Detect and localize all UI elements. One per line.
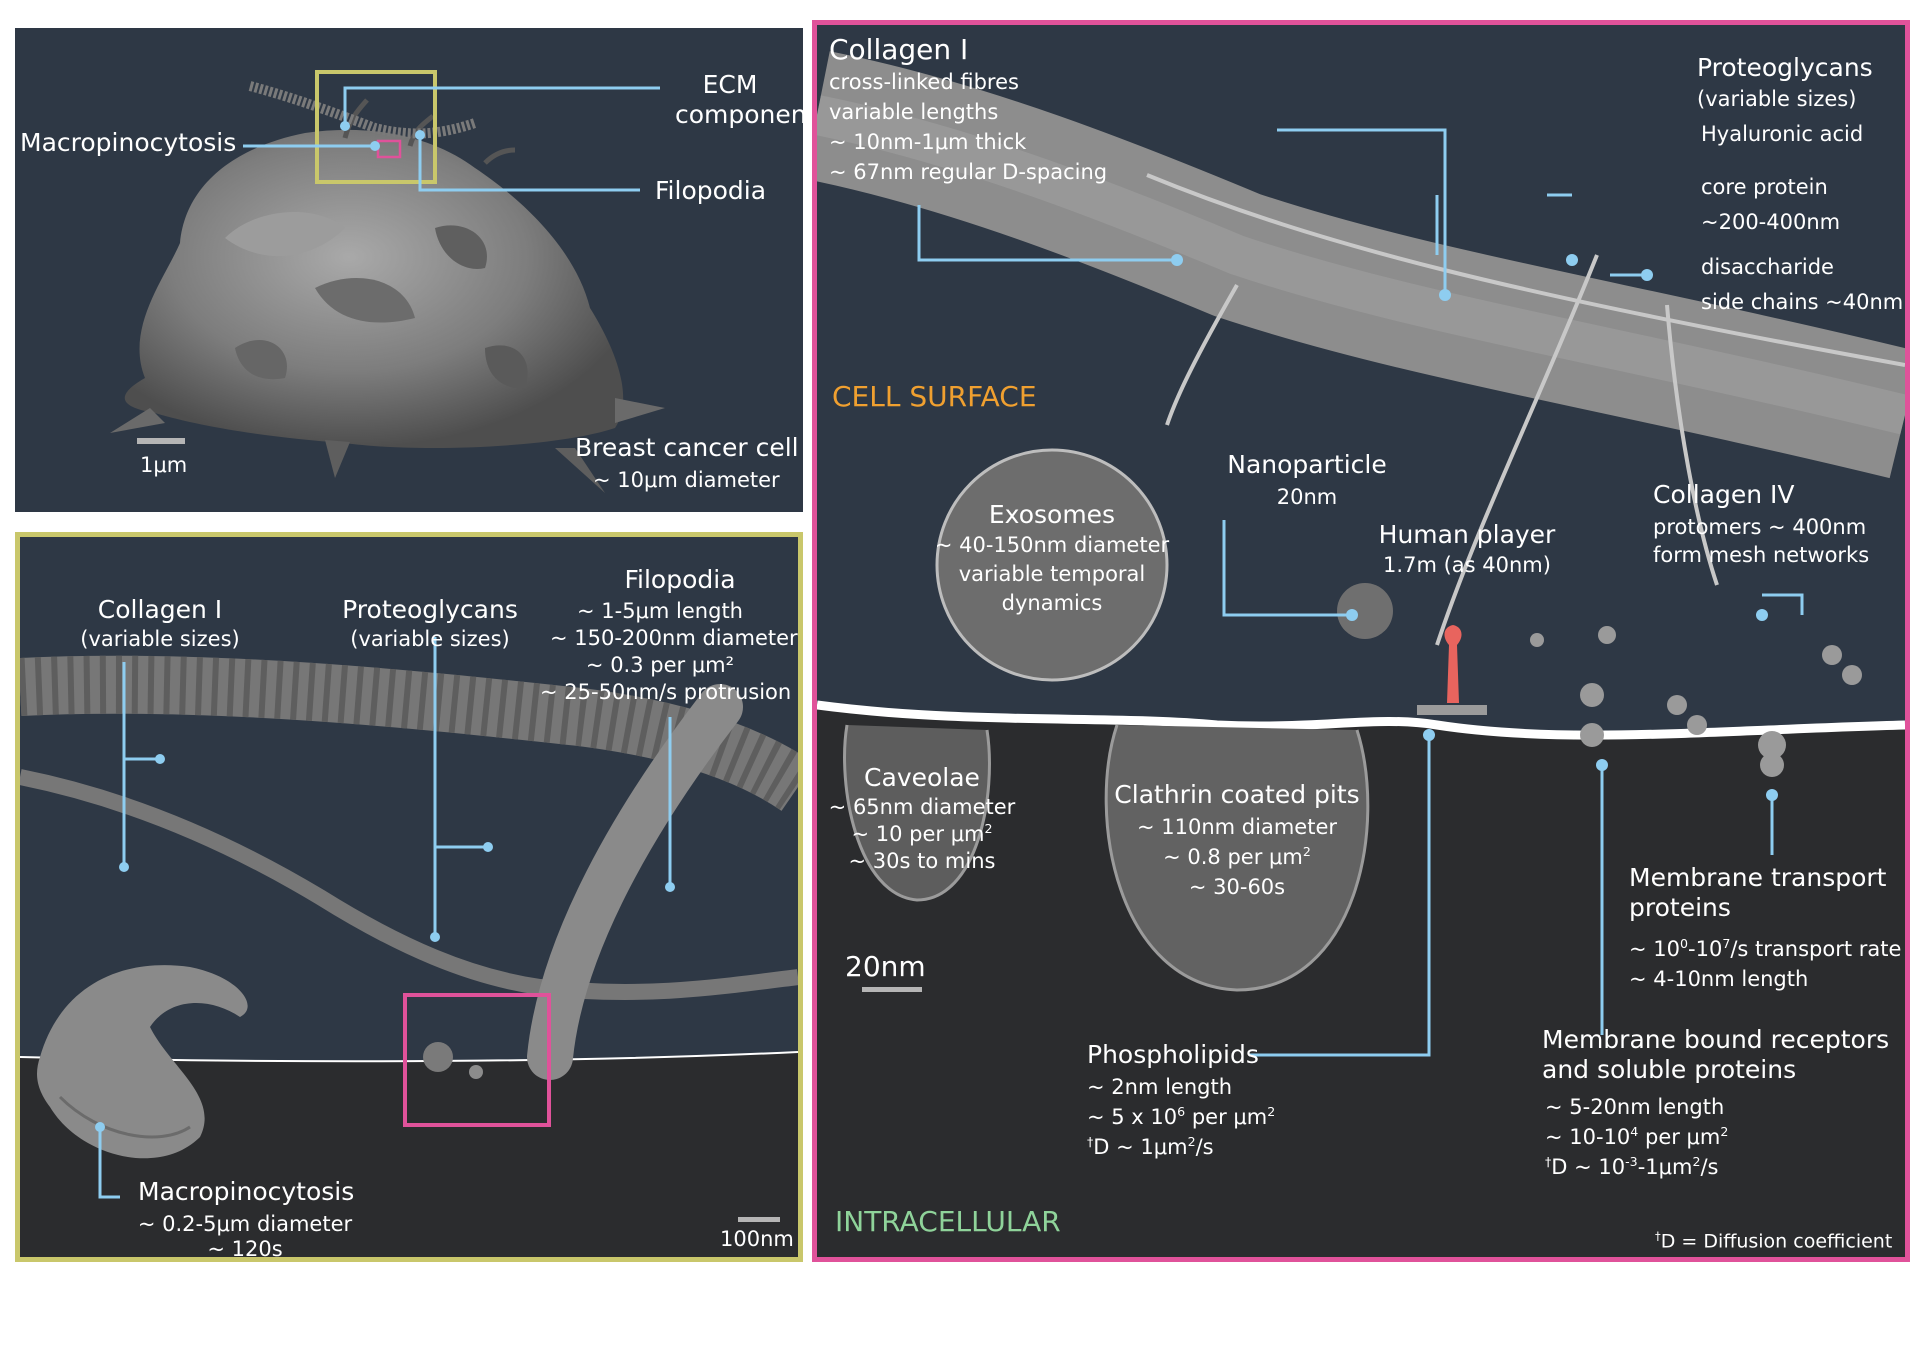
panel-ecm-zoom: Collagen I (variable sizes) Proteoglycan… bbox=[15, 532, 803, 1262]
label-proteoglycans: Proteoglycans bbox=[342, 595, 518, 624]
ecm-fibre bbox=[248, 81, 477, 139]
label-collagen-iv-line2: form mesh networks bbox=[1653, 543, 1870, 567]
label-collagen-i-c: Collagen I bbox=[829, 33, 969, 66]
panel-cell-overview: ECMcomponents Macropinocytosis Filopodia… bbox=[15, 28, 803, 512]
scale-label-100nm: 100nm bbox=[720, 1227, 794, 1251]
cell-illustration bbox=[110, 70, 665, 493]
label-exosomes: Exosomes bbox=[988, 500, 1116, 529]
label-cell-title: Breast cancer cell bbox=[575, 433, 799, 462]
label-macro-time: ~ 120s bbox=[207, 1237, 283, 1261]
label-ecm: ECMcomponents bbox=[675, 70, 803, 129]
label-nanoparticle-size: 20nm bbox=[1276, 485, 1338, 509]
nanoparticle bbox=[1337, 583, 1393, 639]
label-caveolae: Caveolae bbox=[864, 763, 980, 792]
label-collagen-line1: cross-linked fibres bbox=[829, 70, 1019, 94]
scale-bar-100nm bbox=[738, 1217, 780, 1222]
label-collagen-iv: Collagen IV bbox=[1653, 480, 1795, 509]
label-exosomes-line3: dynamics bbox=[1001, 591, 1103, 615]
human-player bbox=[1444, 625, 1462, 703]
label-phospho-length: ~ 2nm length bbox=[1087, 1075, 1233, 1099]
caveola bbox=[843, 724, 991, 902]
zoom-box-membrane bbox=[403, 993, 551, 1127]
label-caveolae-line1: ~ 65nm diameter bbox=[828, 795, 1016, 819]
label-receptors-diffusion: †D ~ 10-3-1μm2/s bbox=[1545, 1154, 1719, 1179]
exosome bbox=[935, 448, 1169, 682]
surface-illustration bbox=[817, 51, 1905, 1257]
label-human-size: 1.7m (as 40nm) bbox=[1383, 553, 1551, 577]
scale-bar-1um bbox=[137, 438, 185, 444]
label-clathrin: Clathrin coated pits bbox=[1114, 780, 1360, 809]
label-collagen-line3: ~ 10nm-1μm thick bbox=[829, 130, 1027, 154]
label-cell-diameter: ~ 10μm diameter bbox=[593, 468, 780, 492]
label-filopodia-title: Filopodia bbox=[624, 565, 736, 594]
label-transport-rate: ~ 100-107/s transport rate bbox=[1629, 936, 1902, 961]
cell-membrane bbox=[817, 700, 1905, 740]
macropinocytosis-cup bbox=[37, 965, 248, 1159]
label-footnote: †D = Diffusion coefficient bbox=[1655, 1229, 1893, 1253]
label-core-protein-size: ~200-400nm bbox=[1701, 210, 1841, 234]
label-caveolae-line3: ~ 30s to mins bbox=[848, 849, 996, 873]
label-proteoglycans-sub-c: (variable sizes) bbox=[1697, 87, 1857, 111]
label-clathrin-line3: ~ 30-60s bbox=[1188, 875, 1286, 899]
label-collagen-sub: (variable sizes) bbox=[80, 627, 240, 651]
label-cell-surface: CELL SURFACE bbox=[832, 380, 1037, 413]
label-core-protein: core protein bbox=[1701, 175, 1828, 199]
label-filopodia-diameter: ~ 150-200nm diameter bbox=[550, 626, 798, 650]
label-filopodia-length: ~ 1-5μm length bbox=[576, 599, 743, 623]
label-collagen-line4: ~ 67nm regular D-spacing bbox=[829, 160, 1108, 184]
label-nanoparticle: Nanoparticle bbox=[1227, 450, 1387, 479]
label-side-chains: side chains ~40nm bbox=[1701, 290, 1904, 314]
label-filopodia-density: ~ 0.3 per μm² bbox=[585, 653, 735, 677]
label-proteoglycans-c: Proteoglycans bbox=[1697, 53, 1873, 82]
scale-label-1um: 1μm bbox=[140, 453, 188, 477]
label-filopodia-protrusion: ~ 25-50nm/s protrusion bbox=[540, 680, 792, 704]
label-filopodia: Filopodia bbox=[655, 176, 767, 205]
label-hyaluronic: Hyaluronic acid bbox=[1701, 122, 1864, 146]
ecm-illustration bbox=[20, 637, 798, 1257]
label-clathrin-line2: ~ 0.8 per μm2 bbox=[1163, 844, 1311, 869]
label-proteoglycans-sub: (variable sizes) bbox=[350, 627, 510, 651]
label-exosomes-line2: variable temporal bbox=[958, 562, 1146, 586]
label-receptors-length: ~ 5-20nm length bbox=[1545, 1095, 1725, 1119]
proteoglycan-fibre bbox=[20, 769, 798, 1001]
scale-label-20nm: 20nm bbox=[845, 950, 926, 983]
label-collagen-line2: variable lengths bbox=[829, 100, 999, 124]
zoom-box-ecm bbox=[315, 70, 437, 184]
label-human-player: Human player bbox=[1378, 520, 1556, 549]
label-exosomes-line1: ~ 40-150nm diameter bbox=[934, 533, 1170, 557]
label-phospho-diffusion: †D ~ 1μm2/s bbox=[1087, 1134, 1214, 1159]
clathrin-pit bbox=[1104, 724, 1370, 992]
label-caveolae-line2: ~ 10 per μm2 bbox=[851, 821, 993, 846]
panel-cell-surface: Collagen I cross-linked fibres variable … bbox=[812, 20, 1910, 1262]
label-receptors-density: ~ 10-104 per μm2 bbox=[1545, 1124, 1729, 1149]
filopodium bbox=[527, 684, 743, 1080]
label-macro-diameter: ~ 0.2-5μm diameter bbox=[137, 1212, 353, 1236]
label-collagen-iv-line1: protomers ~ 400nm bbox=[1653, 515, 1867, 539]
label-clathrin-line1: ~ 110nm diameter bbox=[1137, 815, 1337, 839]
label-disaccharide: disaccharide bbox=[1701, 255, 1834, 279]
scale-bar-20nm bbox=[862, 987, 922, 992]
label-macropinocytosis-b: Macropinocytosis bbox=[138, 1177, 355, 1206]
label-transport-length: ~ 4-10nm length bbox=[1629, 967, 1809, 991]
label-phospho-density: ~ 5 x 106 per μm2 bbox=[1087, 1104, 1276, 1129]
label-intracellular: INTRACELLULAR bbox=[835, 1205, 1061, 1238]
label-macropinocytosis: Macropinocytosis bbox=[20, 128, 237, 157]
label-collagen-i: Collagen I bbox=[97, 595, 223, 624]
label-phospholipids: Phospholipids bbox=[1087, 1040, 1259, 1069]
